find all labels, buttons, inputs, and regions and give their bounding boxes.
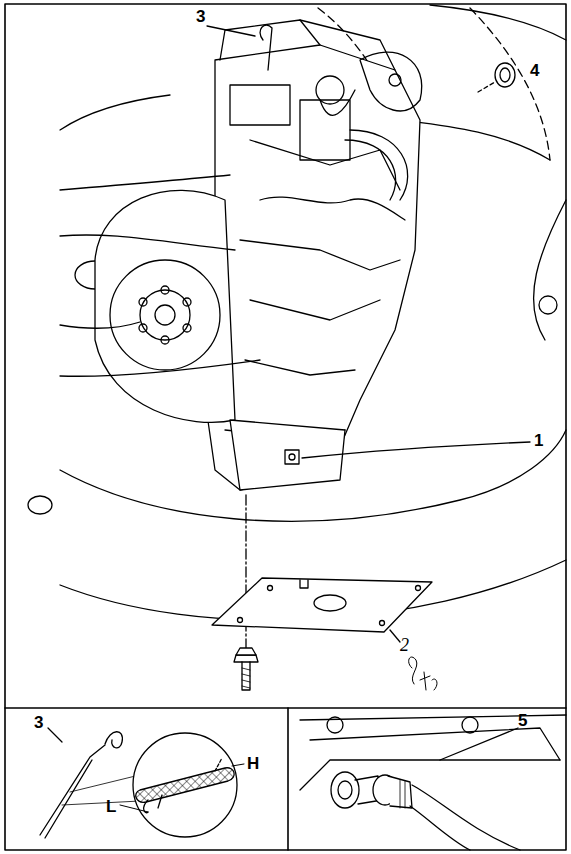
callout-number: 1 bbox=[534, 432, 543, 449]
callout-number: 5 bbox=[518, 712, 527, 729]
callout-number: 4 bbox=[530, 62, 539, 79]
callout-number: 3 bbox=[196, 8, 205, 25]
callout-number: 2 bbox=[400, 636, 409, 654]
callout-number: 3 bbox=[34, 714, 43, 731]
level-mark: H bbox=[247, 755, 259, 772]
level-mark: L bbox=[106, 798, 116, 815]
